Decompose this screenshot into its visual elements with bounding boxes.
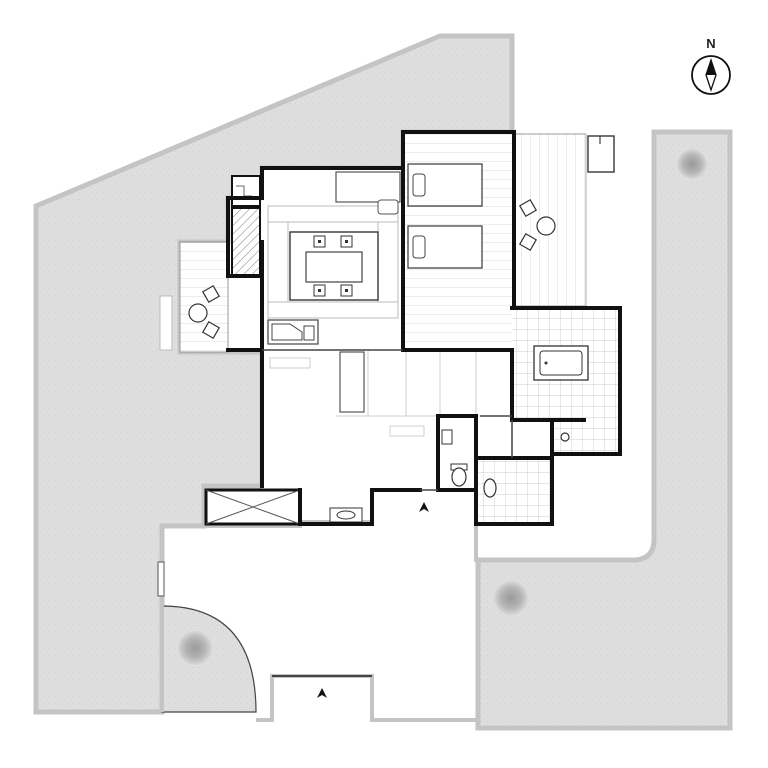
wash-basin xyxy=(560,432,570,442)
bed-2 xyxy=(407,225,483,269)
kitchen-counter xyxy=(335,171,401,215)
living-tatami xyxy=(267,205,399,319)
storage-hatched xyxy=(231,175,261,277)
deck-chairs-east xyxy=(518,198,556,252)
hallway xyxy=(262,350,512,490)
north-label: N xyxy=(706,36,715,51)
tree-icon xyxy=(178,631,212,665)
garden-southwest-corner xyxy=(161,605,257,713)
tree-icon xyxy=(494,581,528,615)
walls xyxy=(226,130,622,526)
entry-arrow-icon xyxy=(317,688,327,698)
bed-1 xyxy=(407,163,483,207)
sofa xyxy=(267,319,319,345)
deck-west xyxy=(159,241,229,353)
bathtub xyxy=(533,345,589,381)
tree-icon xyxy=(677,149,707,179)
thin-walls xyxy=(262,349,513,491)
dining-table xyxy=(289,231,379,301)
garden-east xyxy=(475,129,733,731)
hallway-bench xyxy=(339,351,365,413)
deck-chairs-west xyxy=(188,284,221,340)
north-arrow-icon xyxy=(691,55,731,95)
storage-room xyxy=(204,488,302,526)
wash-basin xyxy=(329,507,363,523)
outdoor-shower xyxy=(585,134,615,306)
toilet xyxy=(441,429,468,487)
wash-basin xyxy=(483,478,497,498)
entry-arrow-icon xyxy=(419,502,429,512)
